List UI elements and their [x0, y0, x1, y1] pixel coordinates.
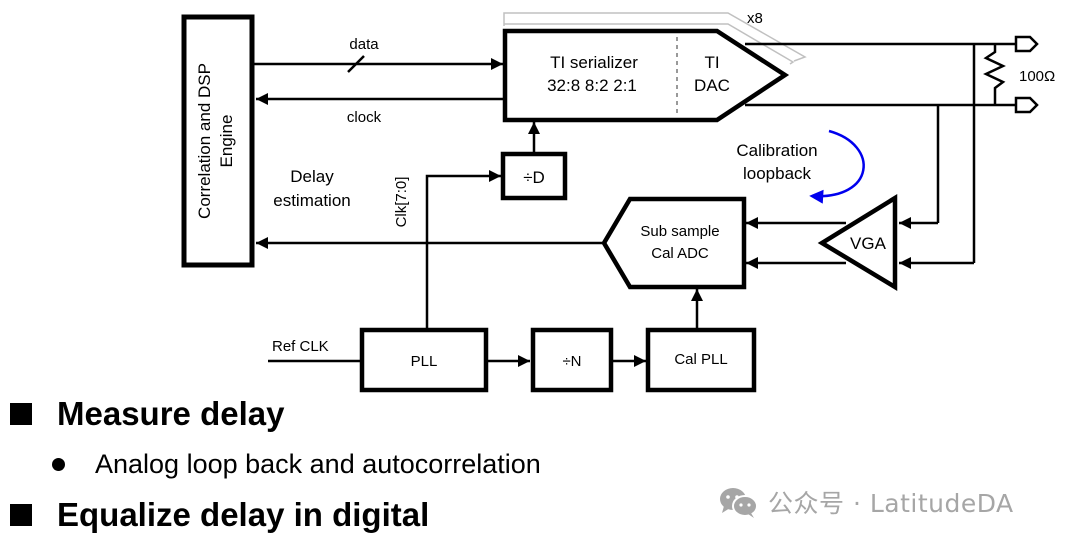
delay-estimation-label-2: estimation [273, 191, 350, 210]
watermark-text: 公众号 · LatitudeDA [768, 489, 1014, 518]
data-label: data [349, 36, 379, 53]
cal-pll-block: Cal PLL [645, 327, 757, 393]
watermark: 公众号 · LatitudeDA [718, 484, 1014, 520]
serializer-label-2: 32:8 8:2 2:1 [547, 76, 637, 95]
cal-adc-block: Sub sample Cal ADC [601, 196, 747, 290]
dac-output-lines [745, 42, 1016, 263]
bullet-measure-delay: Measure delay [10, 395, 284, 433]
bullet-text: Equalize delay in digital [57, 496, 430, 533]
replica-count-label: x8 [747, 10, 763, 27]
serializer-dac-block: TI serializer 32:8 8:2 2:1 TI DAC [502, 28, 790, 123]
sub-bullet-analog-loopback: Analog loop back and autocorrelation [52, 449, 541, 480]
dac-label-2: DAC [694, 76, 730, 95]
bullet-text: Analog loop back and autocorrelation [95, 449, 541, 479]
vga-block: VGA [746, 193, 898, 291]
dac-label-1: TI [704, 53, 719, 72]
cal-adc-label-1: Sub sample [640, 223, 719, 240]
clock-label: clock [347, 109, 382, 126]
calibration-label-2: loopback [743, 164, 812, 183]
divider-n-label: ÷N [562, 353, 581, 370]
divider-d-block: ÷D [500, 151, 568, 201]
square-bullet-icon [10, 504, 32, 526]
serializer-label-1: TI serializer [550, 53, 638, 72]
divider-n-block: ÷N [530, 327, 614, 393]
pll-label: PLL [411, 353, 438, 370]
dsp-engine-block: Correlation and DSP Engine [181, 14, 255, 268]
output-pad-positive [1014, 35, 1039, 53]
bullet-text: Measure delay [57, 395, 285, 432]
wechat-icon [720, 488, 758, 518]
cal-pll-label: Cal PLL [674, 351, 727, 368]
round-bullet-icon [52, 458, 65, 471]
dsp-engine-label-2: Engine [217, 115, 236, 168]
divider-d-label: ÷D [523, 168, 545, 187]
clk-bus-line [425, 170, 501, 328]
calibration-label-1: Calibration [736, 141, 817, 160]
dsp-engine-label-1: Correlation and DSP [195, 63, 214, 219]
bullet-equalize-delay: Equalize delay in digital [10, 496, 429, 534]
delay-estimation-label-1: Delay [290, 167, 334, 186]
calibration-loopback-arrow [809, 129, 865, 204]
data-bus [254, 55, 503, 73]
square-bullet-icon [10, 403, 32, 425]
cal-adc-label-2: Cal ADC [651, 245, 709, 262]
termination-resistor-label: 100Ω [1019, 68, 1055, 85]
vga-label: VGA [850, 234, 887, 253]
pll-block: PLL [359, 327, 489, 393]
ref-clk-label: Ref CLK [272, 338, 329, 355]
output-pad-negative [1014, 96, 1039, 114]
clk-bus-label: Clk[7:0] [393, 177, 410, 228]
